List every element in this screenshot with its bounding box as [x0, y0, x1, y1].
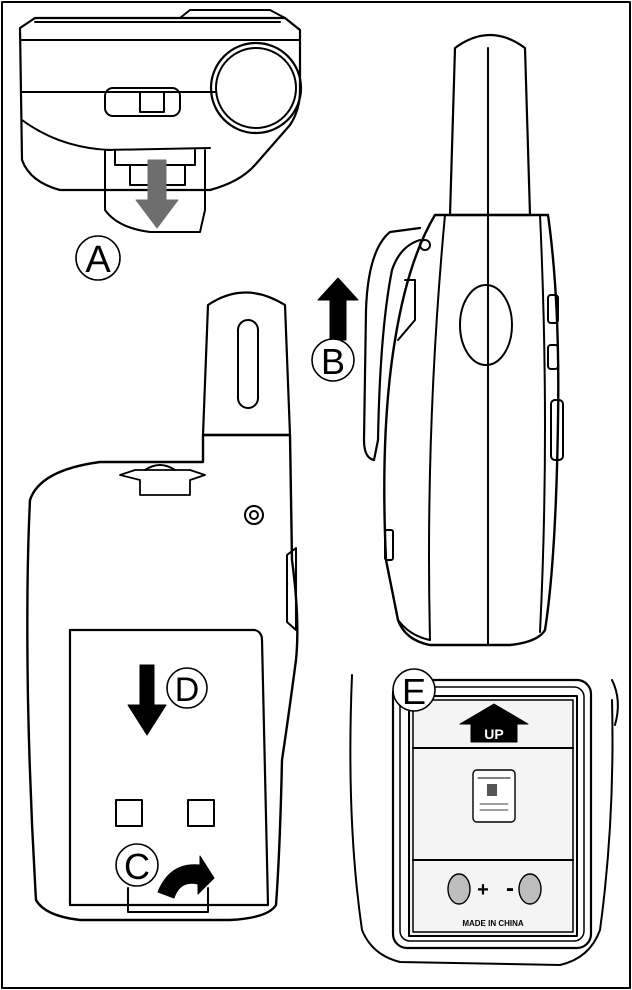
- radio-back-view: [26, 291, 299, 922]
- step-label-a-text: A: [85, 239, 111, 281]
- step-label-b-text: B: [321, 341, 345, 382]
- step-label-d: D: [166, 667, 208, 709]
- arrow-down-icon: [135, 159, 179, 229]
- arrow-down-icon: [127, 664, 167, 736]
- arrow-up-icon: [317, 277, 359, 341]
- step-label-e: E: [392, 668, 436, 712]
- step-label-e-text: E: [402, 671, 426, 712]
- radio-side-view: [362, 33, 564, 647]
- made-in-label: MADE IN CHINA: [462, 919, 524, 928]
- radio-bottom-view: [18, 9, 303, 233]
- battery-minus-label: -: [506, 875, 514, 902]
- step-label-c: C: [115, 843, 159, 887]
- step-label-c-text: C: [124, 846, 150, 887]
- step-label-b: B: [311, 338, 355, 382]
- step-label-a: A: [75, 235, 121, 281]
- battery-up-label: UP: [484, 726, 503, 742]
- battery-plus-label: +: [477, 879, 489, 901]
- up-arrow-box-icon: UP: [459, 703, 529, 743]
- step-label-d-text: D: [175, 671, 200, 709]
- rotate-arrow-icon: [157, 855, 215, 899]
